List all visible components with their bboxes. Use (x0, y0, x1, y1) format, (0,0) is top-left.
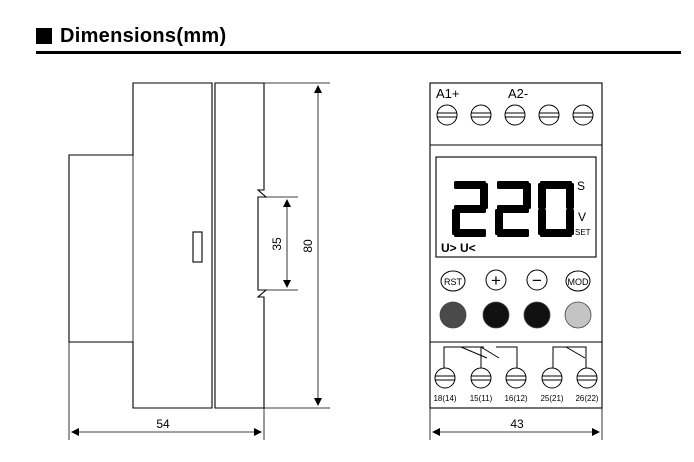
plus-button-label: + (491, 271, 501, 290)
dim-label-35: 35 (270, 237, 284, 251)
lcd-set-label: SET (575, 228, 591, 237)
indicator-led-2 (482, 301, 510, 329)
segment-f (538, 183, 546, 209)
segment-c (566, 209, 574, 235)
front-view-outline (429, 82, 603, 409)
segment-b (523, 183, 531, 209)
bottom-terminal-screw-5 (576, 367, 598, 389)
header-square-icon (36, 28, 52, 44)
front-view (429, 82, 603, 409)
top-terminal-screw-4 (538, 104, 560, 126)
rst-button-label: RST (444, 277, 463, 287)
segment-e (538, 209, 546, 235)
bottom-terminal-screw-4 (541, 367, 563, 389)
lcd-unit-s: S (577, 179, 585, 193)
relay-contact-diagram (443, 346, 587, 372)
indicator-led-1 (439, 301, 467, 329)
section-title: Dimensions(mm) (60, 24, 227, 47)
minus-button-label: − (532, 271, 542, 290)
bottom-terminal-label-1: 18(14) (433, 394, 456, 403)
segment-a (454, 181, 486, 189)
lcd-mode-label: U> U< (441, 241, 476, 255)
top-terminal-row (436, 104, 594, 126)
terminal-label-a1: A1+ (436, 86, 460, 101)
side-view-rear-body (214, 82, 268, 409)
mod-button-label: MOD (568, 277, 589, 287)
segment-d (540, 229, 572, 237)
bottom-terminal-label-3: 16(12) (504, 394, 527, 403)
bottom-terminal-label-4: 25(21) (540, 394, 563, 403)
bottom-terminal-row (434, 367, 598, 389)
segment-e (495, 209, 503, 235)
lcd-digit-2 (495, 181, 531, 237)
led-row (439, 301, 592, 329)
dim-label-43: 43 (510, 417, 524, 431)
top-terminal-screw-1 (436, 104, 458, 126)
lcd-digits (452, 181, 574, 237)
bottom-terminal-label-2: 15(11) (470, 394, 493, 403)
bottom-terminal-screw-1 (434, 367, 456, 389)
bottom-terminal-screw-2 (470, 367, 492, 389)
lcd-window (435, 156, 597, 258)
segment-e (452, 209, 460, 235)
segment-b (480, 183, 488, 209)
bottom-terminal-screw-3 (505, 367, 527, 389)
segment-g (497, 205, 529, 213)
lcd-digit-1 (452, 181, 488, 237)
segment-d (454, 229, 486, 237)
minus-button[interactable] (526, 269, 548, 291)
segment-b (566, 183, 574, 209)
section-header: Dimensions(mm) (36, 24, 226, 48)
segment-a (497, 181, 529, 189)
side-view (68, 82, 268, 409)
indicator-led-4 (564, 301, 592, 329)
front-dimensions (429, 408, 603, 440)
segment-d (497, 229, 529, 237)
mod-button[interactable] (565, 270, 591, 292)
side-view-slot (192, 231, 203, 263)
top-terminal-screw-5 (572, 104, 594, 126)
top-terminal-screw-3 (504, 104, 526, 126)
rst-button[interactable] (440, 270, 466, 292)
top-terminal-screw-2 (470, 104, 492, 126)
plus-button[interactable] (485, 269, 507, 291)
lcd-digit-3 (538, 181, 574, 237)
indicator-led-3 (523, 301, 551, 329)
segment-g (454, 205, 486, 213)
segment-a (540, 181, 572, 189)
side-dimensions (68, 82, 330, 440)
dim-label-54: 54 (156, 417, 170, 431)
header-rule (36, 51, 681, 54)
side-view-outline (68, 82, 213, 409)
terminal-label-a2: A2- (508, 86, 528, 101)
lcd-unit-v: V (578, 210, 586, 224)
bottom-terminal-label-5: 26(22) (575, 394, 598, 403)
dim-label-80: 80 (301, 239, 315, 253)
button-row (440, 269, 591, 292)
